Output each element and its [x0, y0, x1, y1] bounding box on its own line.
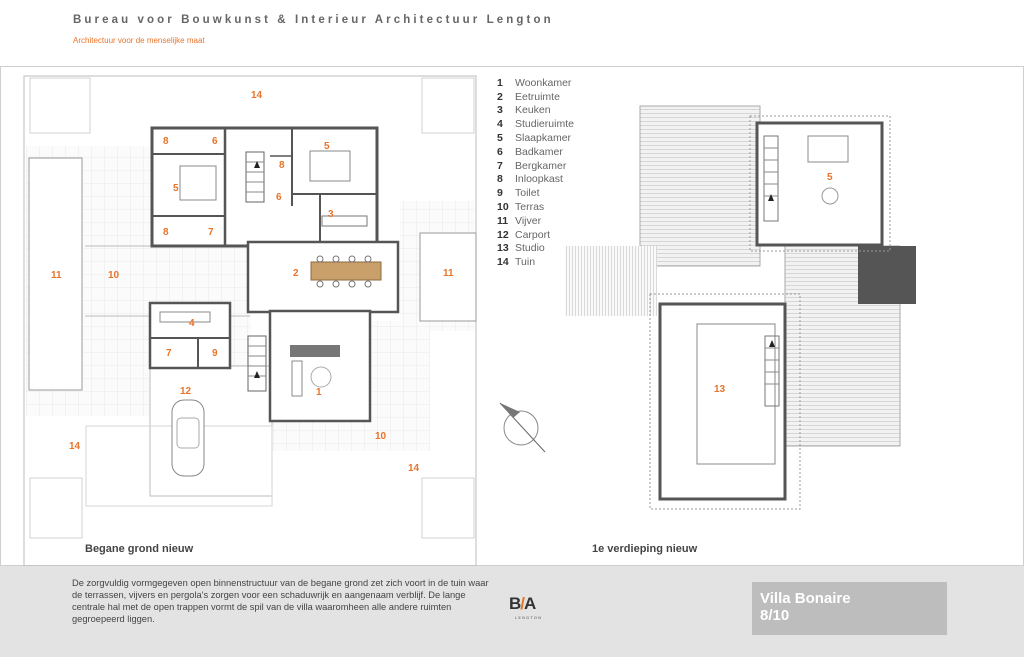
ground-room-label: 7 [208, 227, 214, 238]
ground-room-label: 2 [293, 268, 299, 279]
ground-room-label: 10 [108, 270, 120, 281]
first-room-label: 13 [714, 384, 726, 395]
ground-room-label: 14 [251, 90, 263, 101]
villa-name: Villa Bonaire [760, 590, 851, 607]
footer: De zorgvuldig vormgegeven open binnenstr… [0, 566, 1024, 657]
ground-room-label: 7 [166, 348, 172, 359]
ground-room-label: 10 [375, 431, 387, 442]
ground-room-label: 11 [51, 270, 62, 281]
page-indicator: 8/10 [760, 607, 790, 624]
ground-room-label: 3 [328, 209, 334, 220]
ground-room-label: 9 [212, 348, 218, 359]
ground-room-label: 5 [173, 183, 179, 194]
ground-room-label: 12 [180, 386, 192, 397]
first-floor-label: 1e verdieping nieuw [592, 543, 698, 555]
ground-room-label: 14 [408, 463, 420, 474]
footer-description: De zorgvuldig vormgegeven open binnenstr… [72, 578, 489, 624]
villa-title-box: Villa Bonaire 8/10 [752, 582, 947, 635]
floor-plans-drawing: 14 8 6 5 8 5 6 3 8 7 11 10 2 11 4 7 9 12… [23, 75, 916, 566]
drawing-frame [0, 66, 1024, 566]
ground-room-label: 4 [189, 318, 195, 329]
header-title: Bureau voor Bouwkunst & Interieur Archit… [73, 14, 554, 26]
header-subtitle: Architectuur voor de menselijke maat [73, 36, 205, 45]
north-arrow-icon [499, 402, 546, 453]
ground-room-label: 6 [276, 192, 282, 203]
ground-floor-plan: 14 8 6 5 8 5 6 3 8 7 11 10 2 11 4 7 9 12… [23, 75, 477, 566]
ground-room-label: 8 [163, 136, 169, 147]
first-room-label: 5 [827, 172, 833, 183]
ground-room-label: 8 [279, 160, 285, 171]
ground-room-label: 5 [324, 141, 330, 152]
lengton-logo: B/A LENGTON [509, 594, 543, 620]
ground-room-label: 1 [316, 387, 322, 398]
ground-room-label: 8 [163, 227, 169, 238]
ground-floor-label: Begane grond nieuw [85, 543, 194, 555]
ground-room-label: 6 [212, 136, 218, 147]
first-floor-plan: 5 13 [565, 105, 916, 510]
ground-room-label: 14 [69, 441, 81, 452]
ground-room-label: 11 [443, 268, 454, 279]
